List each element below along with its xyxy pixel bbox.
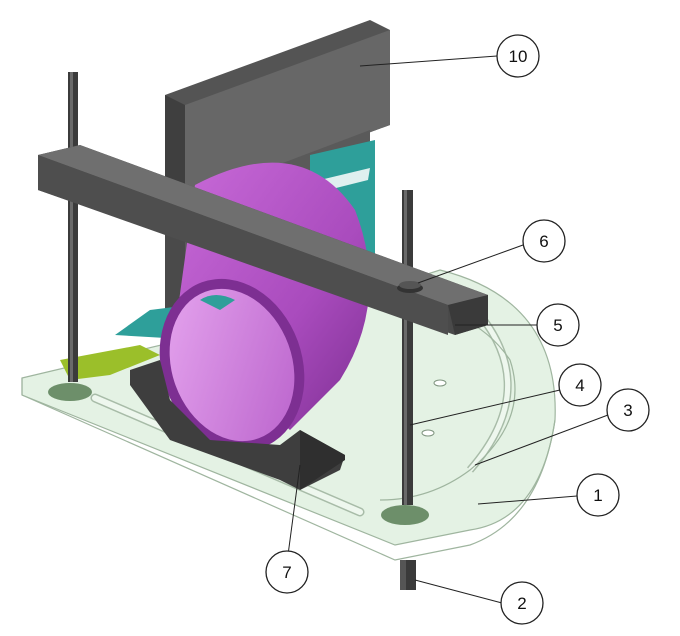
crossbar-channel <box>38 145 488 335</box>
callout-3: 3 <box>606 388 650 432</box>
svg-text:7: 7 <box>282 563 291 582</box>
threaded-rod-left <box>68 72 78 382</box>
svg-text:2: 2 <box>517 594 526 613</box>
svg-text:6: 6 <box>539 232 548 251</box>
callout-4: 4 <box>558 363 602 407</box>
foot-left <box>48 345 160 401</box>
svg-text:5: 5 <box>553 316 562 335</box>
leader-lines <box>287 55 609 604</box>
locating-pin <box>400 560 416 590</box>
svg-text:10: 10 <box>509 47 528 66</box>
hex-nut <box>397 281 423 293</box>
callout-6: 6 <box>522 219 566 263</box>
foot-right <box>381 505 429 525</box>
callout-10: 10 <box>496 34 540 78</box>
svg-text:1: 1 <box>593 486 602 505</box>
callout-2: 2 <box>500 581 544 625</box>
saddle-support <box>130 360 345 490</box>
svg-text:3: 3 <box>623 401 632 420</box>
svg-text:4: 4 <box>575 376 584 395</box>
callout-5: 5 <box>536 303 580 347</box>
callout-1: 1 <box>576 473 620 517</box>
threaded-rod-right <box>402 190 413 505</box>
callout-7: 7 <box>265 550 309 594</box>
